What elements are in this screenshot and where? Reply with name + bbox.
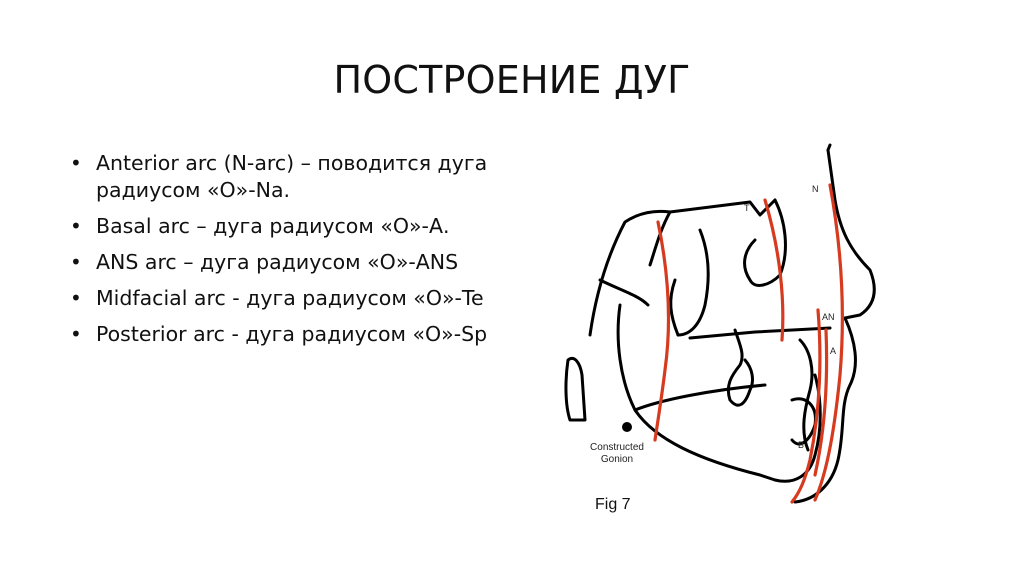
figure-caption: Fig 7 — [595, 496, 631, 513]
slide-title: ПОСТРОЕНИЕ ДУГ — [333, 58, 691, 102]
bullet-item: • Midfacial arc - дуга радиусом «О»-Te — [68, 285, 498, 312]
bullet-text: Basal arc – дуга радиусом «О»-А. — [96, 214, 450, 238]
zygoma-line — [598, 278, 650, 307]
orbit-line — [648, 210, 672, 267]
bullet-dot-icon: • — [70, 214, 82, 238]
incisor-tooth-line — [798, 338, 814, 452]
label-b: B — [798, 440, 805, 450]
bullet-item: • Posterior arc - дуга радиусом «О»-Sp — [68, 321, 498, 348]
posterior-arc — [653, 220, 671, 442]
gonion-label-line2: Gonion — [600, 454, 634, 465]
bullet-item: • Basal arc – дуга радиусом «О»-А. — [68, 213, 498, 240]
cranial-base-line — [588, 198, 777, 337]
ans-arc — [813, 328, 829, 477]
bullet-text: Posterior arc - дуга радиусом «О»-Sp — [96, 322, 488, 346]
maxillary-sinus-line — [743, 198, 787, 287]
bullet-text: Midfacial arc - дуга радиусом «О»-Te — [96, 286, 484, 310]
soft-tissue-profile-line — [793, 316, 857, 504]
gonion-point — [622, 422, 632, 432]
bullet-list: • Anterior arc (N-arc) – поводится дуга р… — [68, 150, 498, 357]
nasal-profile-line — [826, 148, 876, 320]
pterygoid-line — [676, 228, 710, 337]
bullet-dot-icon: • — [70, 322, 82, 346]
label-t: T — [744, 203, 750, 213]
bullet-item: • ANS arc – дуга радиусом «О»-ANS — [68, 249, 498, 276]
gonion-label-line1: Constructed — [590, 442, 644, 453]
bullet-dot-icon: • — [70, 151, 82, 175]
skull-tracing-drawing — [564, 143, 876, 504]
anterior-arc-n — [813, 183, 844, 502]
molar-tooth-line — [726, 328, 754, 407]
bullet-item: • Anterior arc (N-arc) – поводится дуга р… — [68, 150, 498, 204]
bullet-dot-icon: • — [70, 286, 82, 310]
label-a: A — [830, 346, 837, 356]
bullet-dot-icon: • — [70, 250, 82, 274]
label-n: N — [812, 184, 819, 194]
pterygoid-inner-line — [669, 278, 680, 337]
cephalometric-figure: N T AN A B Constructed Gonion Fig 7 — [560, 140, 900, 530]
bullet-text: Anterior arc (N-arc) – поводится дуга ра… — [96, 151, 488, 202]
palatal-plane-line — [688, 326, 832, 340]
bullet-text: ANS arc – дуга радиусом «О»-ANS — [96, 250, 459, 274]
gonion-label: Constructed Gonion — [582, 442, 652, 466]
label-an: AN — [822, 312, 835, 322]
midfacial-arc-te — [763, 198, 785, 342]
occlusal-line — [633, 383, 767, 412]
condyle-outline — [564, 356, 587, 422]
mandible-ramus-line — [616, 303, 777, 482]
nasion-tick — [826, 143, 832, 152]
basal-arc-a — [790, 308, 822, 504]
